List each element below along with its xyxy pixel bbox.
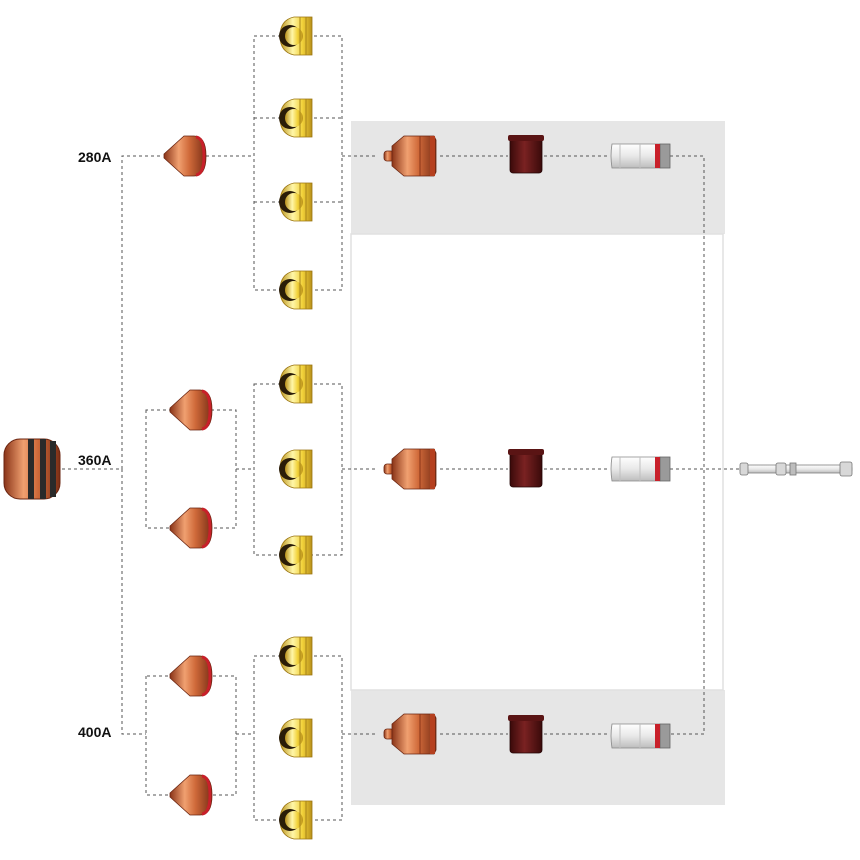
retaining-cap-icon bbox=[3, 438, 61, 500]
shield-icon bbox=[168, 506, 214, 550]
swirl-ring-icon bbox=[278, 636, 313, 676]
swirl-ring-icon bbox=[278, 718, 313, 758]
shield-icon bbox=[168, 773, 214, 817]
insulator-ring-icon bbox=[507, 714, 545, 754]
amperage-label-400: 400A bbox=[78, 724, 112, 740]
nozzle-icon bbox=[383, 448, 437, 490]
swirl-ring-icon bbox=[278, 800, 313, 840]
amperage-label-360: 360A bbox=[78, 452, 112, 468]
swirl-ring-icon bbox=[278, 182, 313, 222]
panel-360-frame bbox=[350, 233, 724, 691]
shield-icon bbox=[168, 388, 214, 432]
amperage-label-280: 280A bbox=[78, 149, 112, 165]
swirl-ring-icon bbox=[278, 98, 313, 138]
shield-icon bbox=[168, 654, 214, 698]
swirl-ring-icon bbox=[278, 535, 313, 575]
insulator-ring-icon bbox=[507, 134, 545, 174]
electrode-icon bbox=[610, 456, 671, 482]
electrode-icon bbox=[610, 143, 671, 169]
shield-icon bbox=[162, 134, 208, 178]
swirl-ring-icon bbox=[278, 270, 313, 310]
swirl-ring-icon bbox=[278, 16, 313, 56]
insulator-ring-icon bbox=[507, 448, 545, 488]
connectors bbox=[62, 35, 740, 821]
cooling-tube-icon bbox=[739, 461, 853, 477]
swirl-ring-icon bbox=[278, 449, 313, 489]
electrode-icon bbox=[610, 723, 671, 749]
swirl-ring-icon bbox=[278, 364, 313, 404]
